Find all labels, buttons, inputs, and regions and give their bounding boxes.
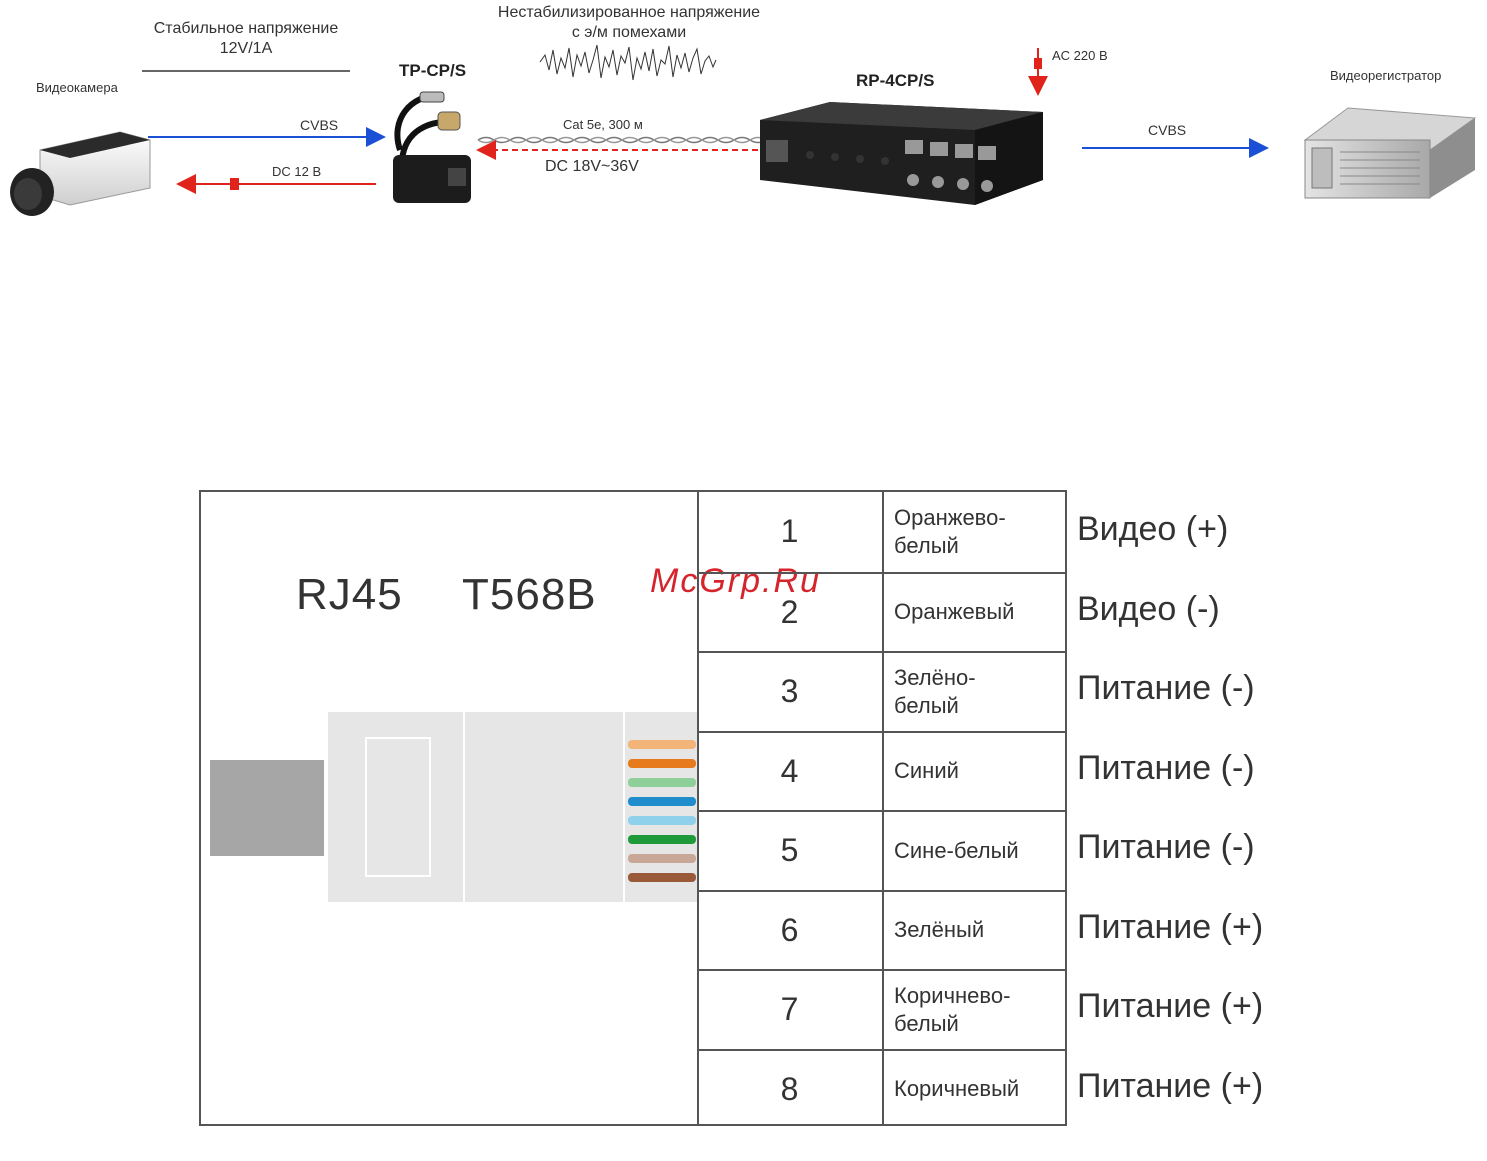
pin-number: 4 xyxy=(780,752,799,789)
pin-number: 7 xyxy=(780,991,799,1028)
connection-diagram xyxy=(10,44,1477,216)
transceiver-label: TP-CP/S xyxy=(399,61,467,80)
pin-function: Питание (+) xyxy=(1077,987,1264,1026)
table-row: 7 Коричнево- белый xyxy=(697,969,1067,1049)
table-row: 2 Оранжевый xyxy=(697,571,1067,652)
noise-waveform xyxy=(539,44,717,81)
cable-label: Cat 5e, 300 м xyxy=(563,117,643,132)
dvr-label: Видеорегистратор xyxy=(1330,68,1442,83)
stable-voltage-label: Стабильное напряжение 12V/1A xyxy=(138,19,354,59)
wire-color: Коричневый xyxy=(894,1076,1020,1102)
watermark: McGrp.Ru xyxy=(650,562,821,600)
table-row: 1 Оранжево- белый xyxy=(697,492,1067,572)
table-row: 8 Коричневый xyxy=(697,1048,1067,1129)
pin-number: 5 xyxy=(780,832,799,869)
fuse-icon xyxy=(230,178,239,190)
rj45-standard: T568B xyxy=(462,570,597,619)
rj45-title: RJ45 xyxy=(296,570,403,619)
pin-function: Питание (+) xyxy=(1077,907,1264,946)
pin-function: Питание (-) xyxy=(1077,748,1255,787)
receiver-icon xyxy=(760,102,1043,205)
camera-icon xyxy=(10,131,151,216)
stable-voltage-line1: Стабильное напряжение xyxy=(153,20,339,37)
wire-color: Оранжевый xyxy=(894,599,1015,625)
unstable-voltage-line1: Нестабилизированное напряжение xyxy=(497,4,761,21)
wire-color: Сине-белый xyxy=(894,837,1019,863)
wire-color: Коричнево- белый xyxy=(894,982,1011,1036)
table-left-border xyxy=(697,492,699,1124)
fuse-icon xyxy=(1034,58,1042,69)
cvbs-right-label: CVBS xyxy=(1148,122,1187,138)
table-row: 4 Синий xyxy=(697,730,1067,811)
receiver-label: RP-4CP/S xyxy=(856,71,935,90)
table-row: 6 Зелёный xyxy=(697,889,1067,970)
wire-color: Синий xyxy=(894,758,959,784)
transceiver-icon xyxy=(393,91,471,203)
pin-number: 3 xyxy=(780,673,799,710)
dc-range-label: DC 18V~36V xyxy=(545,158,639,175)
pin-number: 8 xyxy=(780,1070,799,1107)
pin-function: Питание (-) xyxy=(1077,669,1255,708)
wire-color: Зелёный xyxy=(894,917,985,943)
wire-color: Оранжево- белый xyxy=(894,504,1006,558)
pin-function: Видео (-) xyxy=(1077,589,1220,628)
ac-label: AC 220 В xyxy=(1052,48,1108,63)
table-row: 3 Зелёно- белый xyxy=(697,651,1067,731)
pin-number: 1 xyxy=(780,513,799,550)
table-column-divider xyxy=(882,492,884,1124)
stable-voltage-line2: 12V/1A xyxy=(219,40,273,57)
pin-function: Питание (-) xyxy=(1077,828,1255,867)
pinout-table: 1 Оранжево- белый 2 Оранжевый 3 Зелёно- белый… xyxy=(697,490,1067,1126)
cvbs-left-label: CVBS xyxy=(300,117,339,133)
pin-function: Питание (+) xyxy=(1077,1066,1264,1105)
unstable-voltage-line2: с э/м помехами xyxy=(571,24,687,41)
dvr-icon xyxy=(1303,107,1477,199)
wire-color: Зелёно- белый xyxy=(894,664,976,718)
camera-label: Видеокамера xyxy=(36,80,118,95)
unstable-voltage-label: Нестабилизированное напряжение с э/м пом… xyxy=(470,3,788,43)
dc12-label: DC 12 В xyxy=(272,164,322,179)
pin-number: 6 xyxy=(780,911,799,948)
pin-number: 2 xyxy=(780,593,799,630)
pin-function: Видео (+) xyxy=(1077,510,1229,549)
table-row: 5 Сине-белый xyxy=(697,810,1067,890)
